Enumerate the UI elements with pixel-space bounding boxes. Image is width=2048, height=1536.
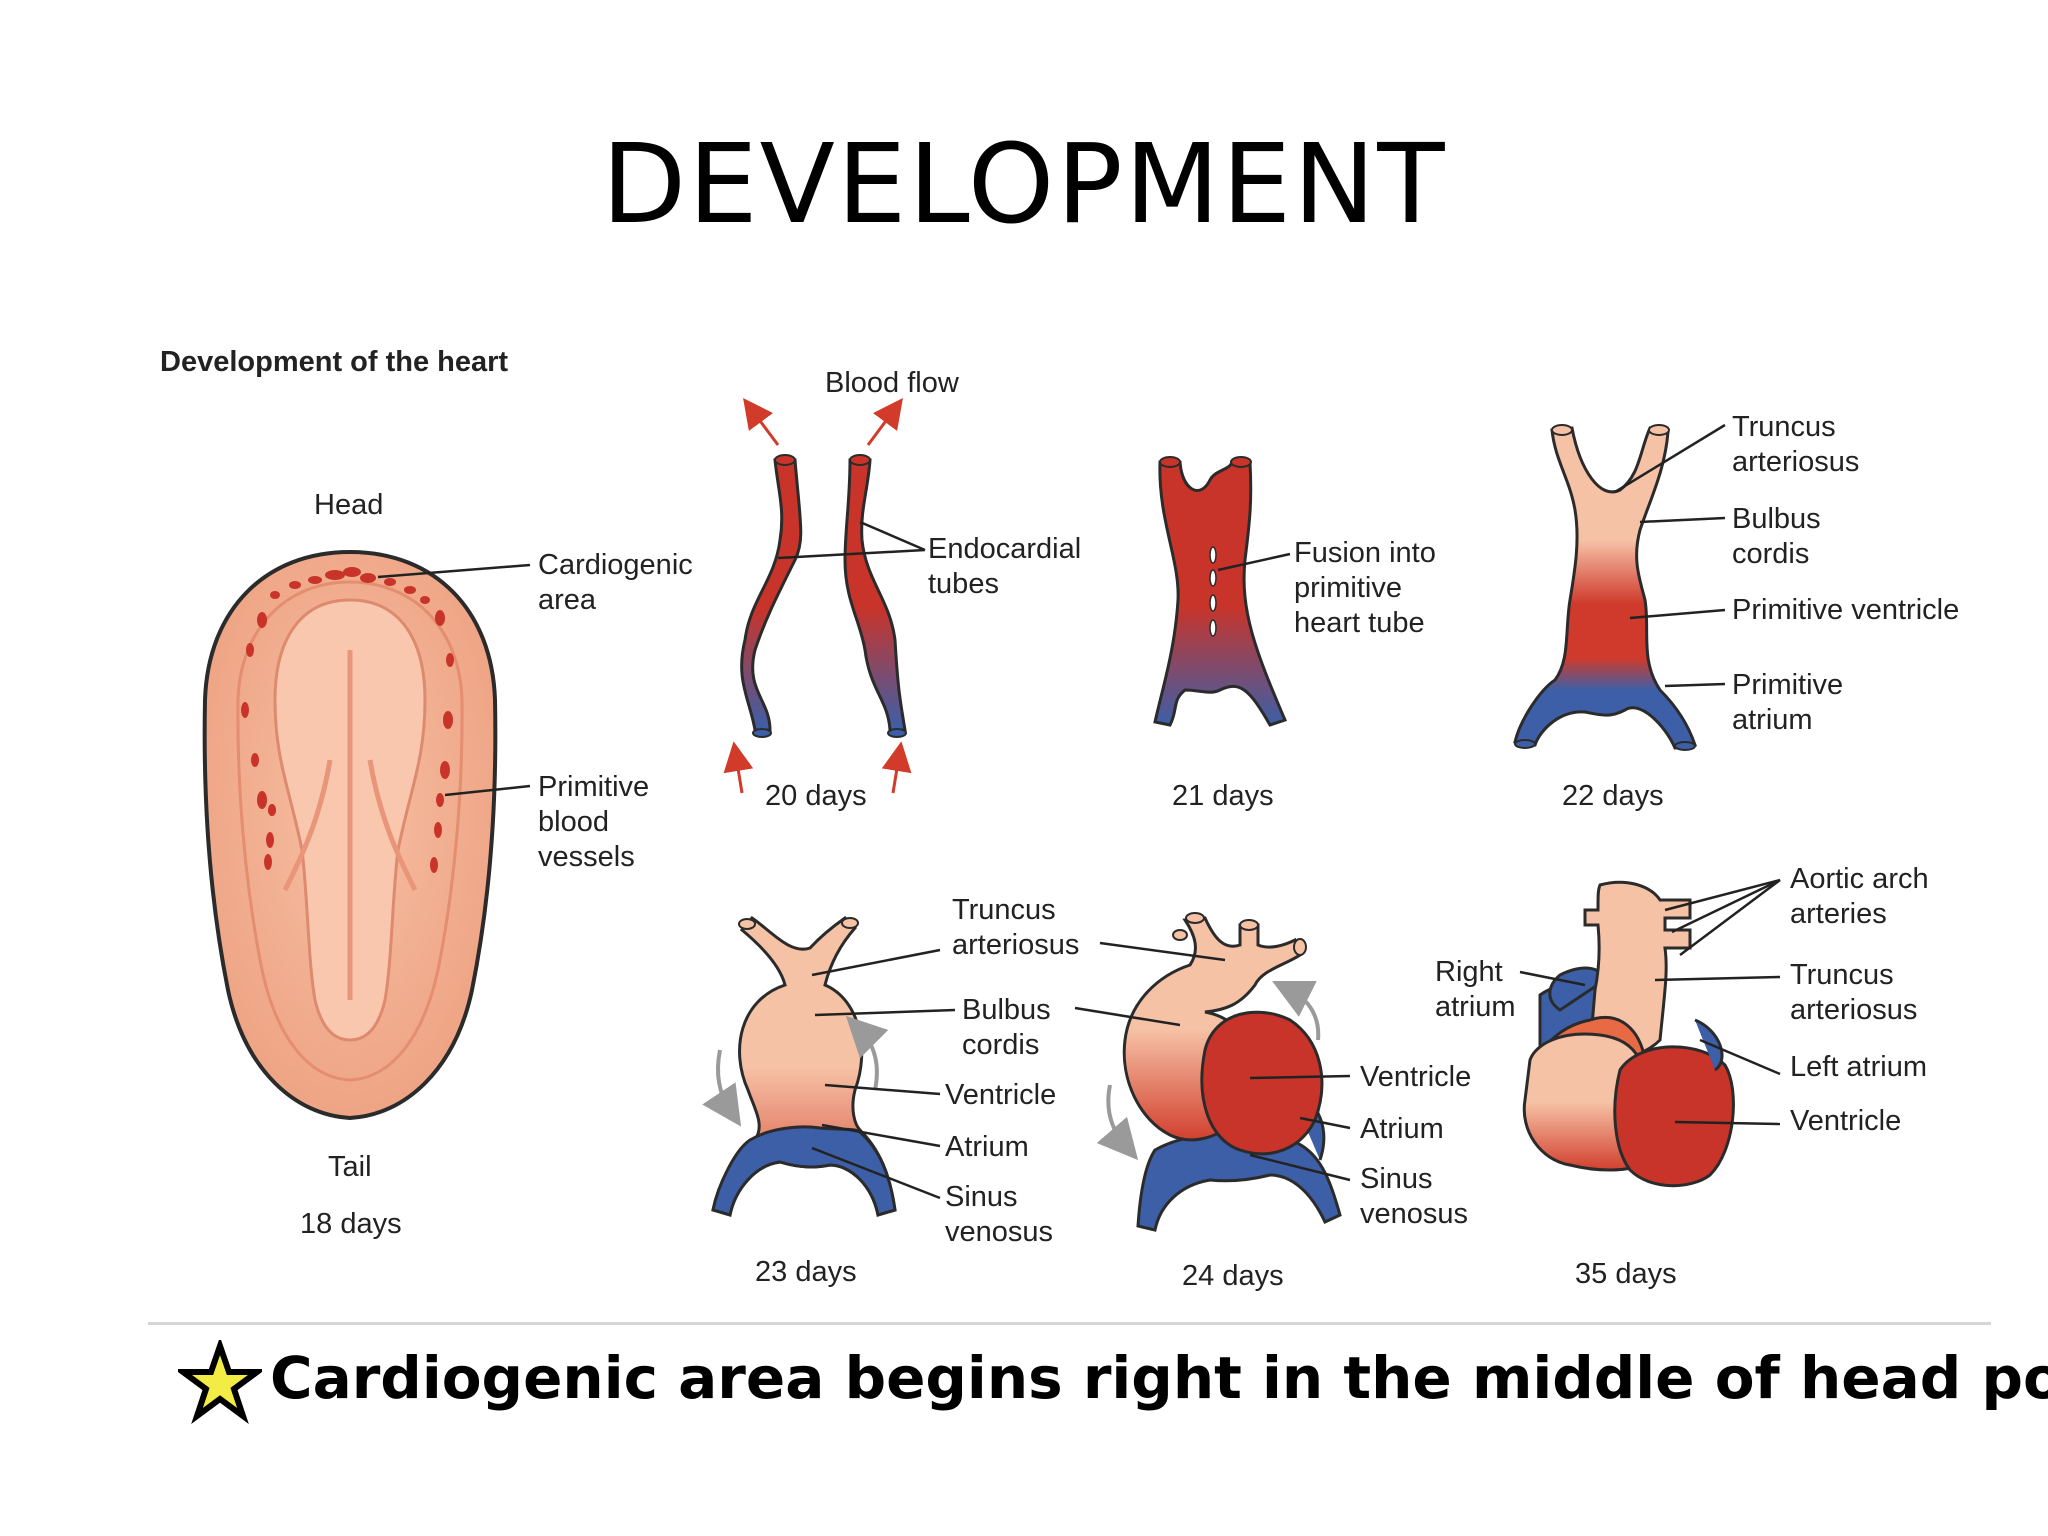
slide-title: DEVELOPMENT <box>601 120 1447 248</box>
label-d24-sinus: Sinus venosus <box>1360 1163 1469 1230</box>
footer-note: Cardiogenic area begins right in the mid… <box>178 1340 2048 1430</box>
label-primitive-blood-vessels: Primitive blood vessels <box>538 771 650 873</box>
label-d24-atrium: Atrium <box>1360 1113 1444 1145</box>
stage-18-days: 18 days <box>300 1208 402 1240</box>
heart-21-days <box>1153 456 1291 727</box>
stage-21-days: 21 days <box>1172 780 1274 812</box>
heart-24-days <box>1074 912 1351 1232</box>
cardiogenic-area-spots <box>270 567 430 604</box>
heart-22-days <box>1513 423 1726 751</box>
stage-23-days: 23 days <box>755 1256 857 1288</box>
stage-24-days: 24 days <box>1182 1260 1284 1292</box>
label-d35-ventricle: Ventricle <box>1790 1105 1902 1137</box>
label-d22-atrium: Primitive atrium <box>1732 669 1844 736</box>
label-d22-truncus: Truncus arteriosus <box>1732 411 1860 478</box>
label-cardiogenic-area: Cardiogenic area <box>538 549 693 616</box>
label-d22-bulbus: Bulbus cordis <box>1732 503 1821 570</box>
embryo-18-days <box>202 549 531 1121</box>
label-tail: Tail <box>328 1151 372 1183</box>
stage-22-days: 22 days <box>1562 780 1664 812</box>
label-fusion: Fusion into primitive heart tube <box>1294 537 1436 639</box>
label-d35-truncus: Truncus arteriosus <box>1790 959 1918 1026</box>
footer-text: Cardiogenic area begins right in the mid… <box>270 1344 2048 1412</box>
label-d23-atrium: Atrium <box>945 1131 1029 1163</box>
heart-35-days <box>1519 878 1781 1188</box>
heart-23-days <box>702 916 956 1217</box>
label-d35-left-atrium: Left atrium <box>1790 1051 1927 1083</box>
label-blood-flow: Blood flow <box>825 367 959 399</box>
stage-35-days: 35 days <box>1575 1258 1677 1290</box>
divider <box>148 1322 1991 1325</box>
stage-20-days: 20 days <box>765 780 867 812</box>
label-d22-ventricle: Primitive ventricle <box>1732 594 1960 626</box>
star-icon <box>178 1340 262 1424</box>
label-d35-aortic: Aortic arch arteries <box>1790 863 1929 930</box>
label-d23-truncus: Truncus arteriosus <box>952 894 1080 961</box>
label-d23-bulbus: Bulbus cordis <box>962 994 1051 1061</box>
label-d35-right-atrium: Right atrium <box>1435 956 1516 1023</box>
label-endocardial-tubes: Endocardial tubes <box>928 533 1082 600</box>
heart-20-days <box>723 397 926 794</box>
figure-heading: Development of the heart <box>160 346 509 378</box>
primitive-blood-vessel-spots <box>241 610 454 873</box>
label-d23-ventricle: Ventricle <box>945 1079 1057 1111</box>
label-d23-sinus: Sinus venosus <box>945 1181 1054 1248</box>
label-head: Head <box>314 489 384 521</box>
label-d24-ventricle: Ventricle <box>1360 1061 1472 1093</box>
